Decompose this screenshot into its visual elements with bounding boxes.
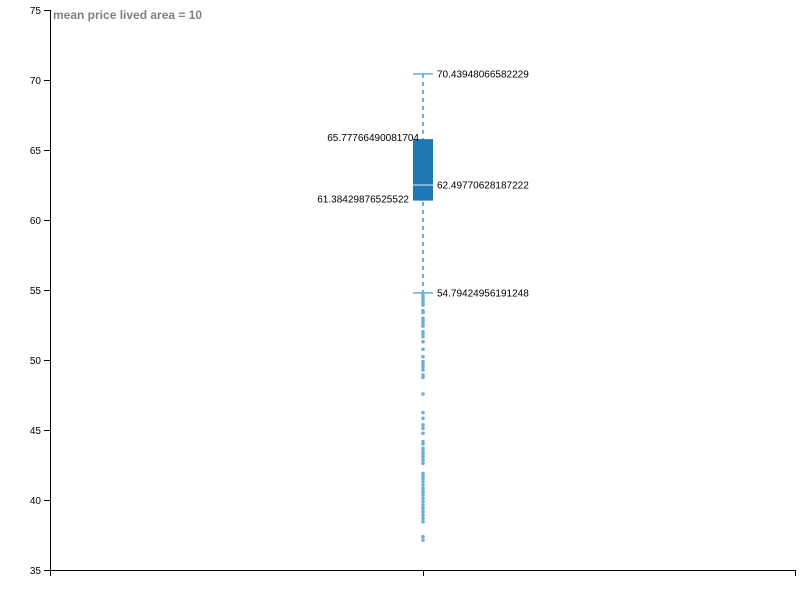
median-label: 62.49770628187222	[437, 181, 529, 192]
outlier-point	[421, 362, 425, 366]
outlier-point	[421, 476, 425, 481]
y-tick-label: 60	[30, 216, 42, 227]
outlier-point	[421, 534, 425, 539]
outlier-point	[421, 442, 425, 446]
outlier-point	[421, 516, 425, 521]
y-tick-label: 45	[30, 426, 42, 437]
y-tick-label: 75	[30, 6, 42, 17]
chart-title: mean price lived area = 10	[53, 8, 202, 22]
outlier-point	[421, 446, 425, 451]
outlier-point	[421, 496, 425, 501]
outlier-point	[421, 339, 425, 344]
y-tick-label: 70	[30, 76, 42, 87]
outlier-point	[421, 506, 425, 511]
outlier-point	[421, 538, 425, 542]
outlier-point	[421, 509, 425, 514]
y-tick-label: 40	[30, 496, 42, 507]
outlier-point	[421, 332, 425, 336]
min-label: 54.79424956191248	[437, 288, 529, 299]
outlier-point	[421, 310, 425, 315]
outlier-point	[421, 354, 425, 359]
outlier-point	[421, 471, 425, 476]
outlier-point	[421, 368, 425, 372]
outlier-point	[421, 503, 425, 507]
y-tick-label: 35	[30, 566, 42, 577]
outlier-point	[421, 486, 425, 491]
outlier-point	[421, 513, 425, 517]
outlier-point	[421, 452, 425, 456]
q3-label: 65.77766490081704	[327, 133, 419, 144]
q1-label: 61.38429876525522	[317, 195, 409, 206]
outlier-point	[421, 493, 425, 497]
outlier-point	[421, 321, 425, 326]
x-axis	[50, 570, 796, 576]
y-axis: 35 40 45 50 55 60 65 70 75	[30, 6, 51, 577]
outlier-point	[421, 483, 425, 487]
outlier-point	[421, 458, 425, 462]
outlier-point	[421, 416, 425, 421]
outlier-point	[421, 324, 425, 328]
outlier-point	[421, 519, 425, 524]
y-tick-label: 55	[30, 286, 42, 297]
outlier-point	[421, 489, 425, 494]
outlier-point	[421, 479, 425, 484]
outlier-point	[421, 423, 425, 427]
iqr-box	[413, 139, 433, 201]
outlier-point	[421, 298, 425, 302]
box-plot	[413, 73, 433, 542]
outlier-point	[421, 375, 425, 380]
outlier-point	[421, 426, 425, 431]
outlier-point	[421, 392, 425, 396]
outlier-point	[421, 303, 425, 307]
outlier-point	[421, 454, 425, 459]
outlier-point	[421, 347, 425, 352]
outlier-point	[421, 461, 425, 466]
outlier-point	[421, 499, 425, 504]
y-tick-label: 65	[30, 146, 42, 157]
outlier-point	[421, 334, 425, 339]
outlier-point	[421, 431, 425, 436]
y-tick-label: 50	[30, 356, 42, 367]
max-label: 70.43948066582229	[437, 69, 529, 80]
outlier-point	[421, 410, 425, 415]
outlier-point	[421, 364, 425, 369]
outlier-point	[421, 318, 425, 323]
outlier-point	[421, 295, 425, 300]
